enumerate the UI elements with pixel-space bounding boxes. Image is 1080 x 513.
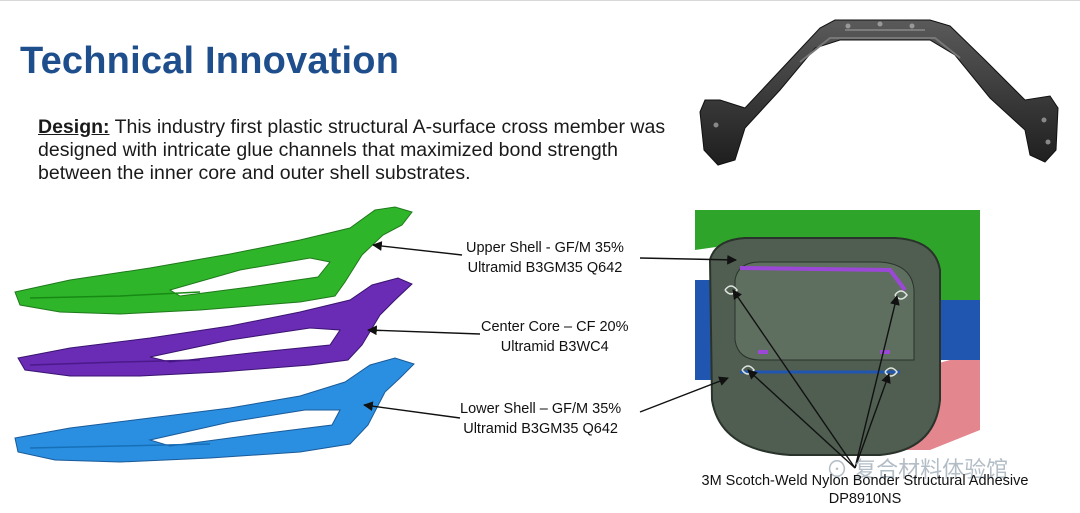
wechat-icon: ⊙ xyxy=(826,457,849,482)
design-paragraph: Design: This industry first plastic stru… xyxy=(38,116,678,185)
cross-section-image xyxy=(695,210,980,463)
upper-shell-part xyxy=(14,206,413,315)
page-title: Technical Innovation xyxy=(20,40,400,82)
center-core-callout: Center Core – CF 20% Ultramid B3WC4 xyxy=(481,317,628,357)
lower-shell-part xyxy=(14,357,415,463)
adhesive-label: 3M Scotch-Weld Nylon Bonder Structural A… xyxy=(701,473,1029,489)
upper-shell-label: Upper Shell - GF/M 35% xyxy=(466,240,624,256)
watermark-text: 复合材料体验馆 xyxy=(854,457,1009,482)
lower-shell-material: Ultramid B3GM35 Q642 xyxy=(463,421,618,437)
center-core-material: Ultramid B3WC4 xyxy=(500,339,609,355)
center-core-label: Center Core – CF 20% xyxy=(481,319,629,335)
upper-shell-callout: Upper Shell - GF/M 35% Ultramid B3GM35 Q… xyxy=(466,238,624,278)
lower-shell-label: Lower Shell – GF/M 35% xyxy=(460,401,622,417)
watermark: ⊙ 复合材料体验馆 xyxy=(826,452,1008,484)
design-text: This industry first plastic structural A… xyxy=(38,116,666,184)
upper-shell-material: Ultramid B3GM35 Q642 xyxy=(467,260,623,276)
center-core-part xyxy=(17,277,413,377)
top-divider xyxy=(0,0,1080,1)
design-label: Design: xyxy=(38,116,110,138)
lower-shell-callout: Lower Shell – GF/M 35% Ultramid B3GM35 Q… xyxy=(460,399,621,439)
finished-part-image xyxy=(699,19,1059,166)
adhesive-callout: 3M Scotch-Weld Nylon Bonder Structural A… xyxy=(665,472,1065,508)
callout-arrows xyxy=(363,241,900,469)
adhesive-code: DP8910NS xyxy=(828,491,902,507)
